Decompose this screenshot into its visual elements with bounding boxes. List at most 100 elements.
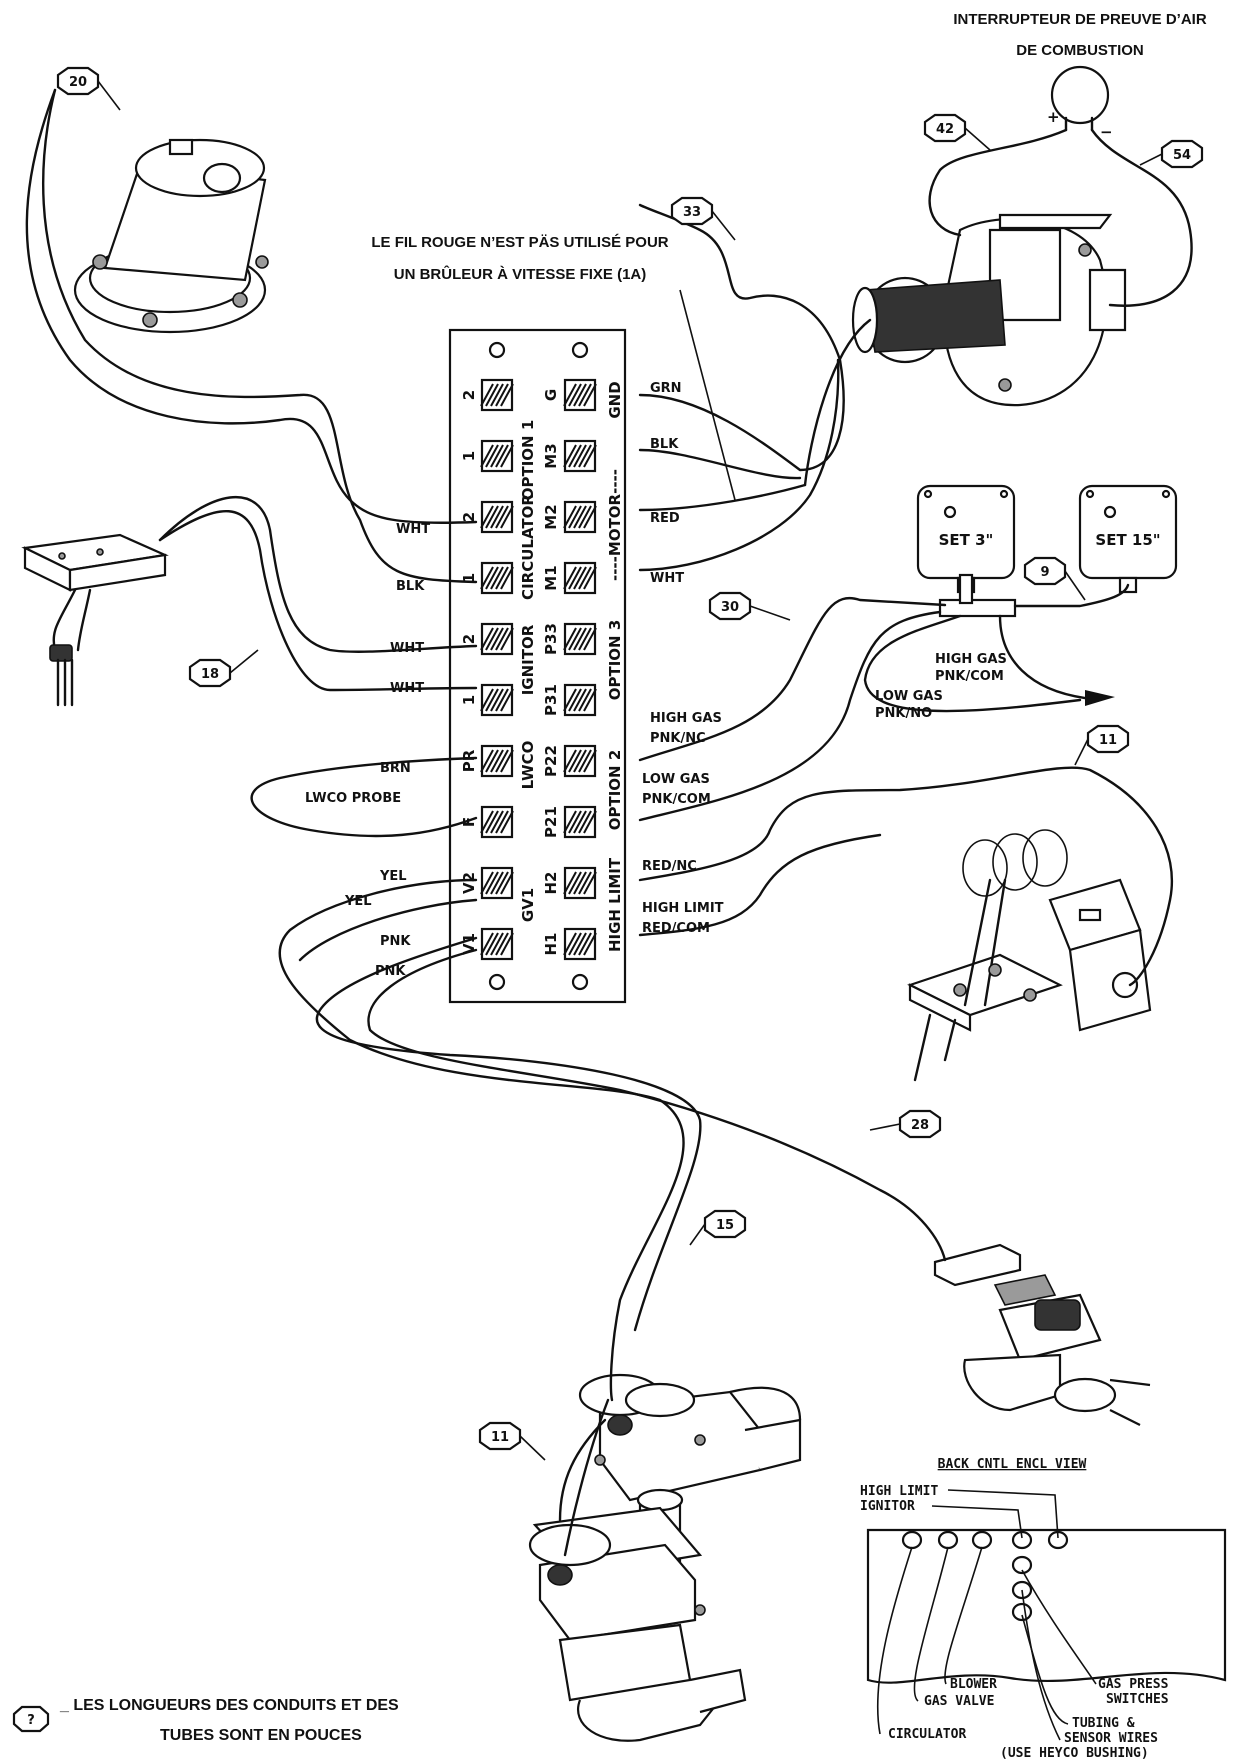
- knockout-hole-1: [901, 1530, 923, 1550]
- svg-text:33: 33: [683, 205, 701, 220]
- back-view-gas-valve: GAS VALVE: [924, 1694, 994, 1709]
- pressure-switch-right-label: SET 15": [1095, 531, 1160, 549]
- knockout-hole-3: [971, 1530, 993, 1550]
- switch-plus-label: +: [1047, 108, 1060, 126]
- knockout-hole-2: [937, 1530, 959, 1550]
- footer-note-2: TUBES SONT EN POUCES: [160, 1727, 362, 1744]
- back-view-gas-press-1: GAS PRESS: [1098, 1677, 1169, 1692]
- terminal-screw-left-7: [480, 744, 514, 778]
- wire-label-red-com: RED/COM: [642, 921, 710, 936]
- air-proving-switch: + −: [1047, 65, 1113, 141]
- terminal-screw-left-1: [480, 378, 514, 412]
- wire-label-lwco-probe: LWCO PROBE: [305, 791, 401, 806]
- terminal-gnd-label: GND: [606, 381, 624, 418]
- terminal-right-code-3: M2: [542, 504, 560, 529]
- back-view-high-limit: HIGH LIMIT: [860, 1484, 938, 1499]
- group-ignitor-label: IGNITOR: [519, 624, 537, 695]
- wire-label-hg-switch-2: PNK/COM: [935, 669, 1004, 684]
- terminal-right-code-2: M3: [542, 443, 560, 468]
- svg-text:9: 9: [1040, 565, 1049, 580]
- callout-20: 20: [56, 66, 100, 96]
- svg-text:54: 54: [1173, 148, 1191, 163]
- red-wire-note-1: LE FIL ROUGE N’EST PÄS UTILISÉ POUR: [371, 234, 668, 251]
- wire-labels: GRN BLK RED WHT WHT BLK WHT WHT BRN LWCO…: [305, 381, 1007, 979]
- wire-label-blk-right: BLK: [650, 437, 679, 452]
- terminal-screw-left-6: [480, 683, 514, 717]
- terminal-screw-left-4: [480, 561, 514, 595]
- terminal-screw-right-3: [563, 500, 597, 534]
- footer-note-1: _ LES LONGUEURS DES CONDUITS ET DES: [59, 1697, 399, 1714]
- terminal-right-code-1: G: [542, 389, 560, 401]
- back-view-ignitor: IGNITOR: [860, 1499, 915, 1514]
- svg-text:18: 18: [201, 667, 219, 682]
- terminal-screw-right-8: [563, 805, 597, 839]
- wire-label-wht-ign2: WHT: [390, 641, 424, 656]
- back-view-title: BACK CNTL ENCL VIEW: [938, 1457, 1087, 1472]
- terminal-screw-right-4: [563, 561, 597, 595]
- wire-label-blk-circ1: BLK: [396, 579, 425, 594]
- wire-label-grn: GRN: [650, 381, 682, 396]
- callouts: 20 42 54 33 18 30 9 11: [56, 66, 1204, 1461]
- terminal-screw-left-8: [480, 805, 514, 839]
- svg-text:20: 20: [69, 75, 87, 90]
- wire-label-red-nc: RED/NC: [642, 859, 697, 874]
- terminal-right-code-10: H1: [542, 933, 560, 956]
- group-option3-label: OPTION 3: [606, 620, 624, 701]
- wire-label-wht-circ2: WHT: [396, 522, 430, 537]
- wire-label-high-gas-1: HIGH GAS: [650, 711, 722, 726]
- wire-label-pnk-1: PNK: [380, 934, 411, 949]
- back-view-circulator: CIRCULATOR: [888, 1727, 966, 1742]
- wire-label-yel-1: YEL: [379, 869, 407, 884]
- gas-valve-bracket: [933, 1243, 1151, 1426]
- terminal-screw-right-6: [563, 683, 597, 717]
- high-limit-control: [907, 829, 1152, 1082]
- air-proving-switch-label-1: INTERRUPTEUR DE PREUVE D’AIR: [953, 11, 1207, 28]
- back-view-blower: BLOWER: [950, 1677, 997, 1692]
- wire-label-low-gas-1: LOW GAS: [642, 772, 710, 787]
- switch-minus-label: −: [1100, 123, 1113, 141]
- callout-30: 30: [708, 591, 752, 621]
- hot-surface-ignitor: [21, 533, 169, 707]
- callout-18: 18: [188, 658, 232, 688]
- callout-11-valves: 11: [478, 1421, 522, 1451]
- terminal-screw-right-5: [563, 622, 597, 656]
- knockout-hole-6: [1011, 1555, 1033, 1575]
- footer-note: ? _ LES LONGUEURS DES CONDUITS ET DES TU…: [12, 1697, 399, 1744]
- high-gas-pressure-switch: SET 15": [1078, 484, 1178, 594]
- terminal-left-number-2: 1: [460, 451, 478, 461]
- wire-label-lg-switch-1: LOW GAS: [875, 689, 943, 704]
- wire-label-high-gas-2: PNK/NC: [650, 731, 706, 746]
- group-gv1-label: GV1: [519, 888, 537, 922]
- terminal-screw-right-9: [563, 866, 597, 900]
- pressure-tee-manifold: [938, 573, 1017, 618]
- terminal-screws: [480, 378, 597, 961]
- back-view-tubing-3: (USE HEYCO BUSHING): [1000, 1746, 1149, 1761]
- group-high-limit-label: HIGH LIMIT: [606, 857, 624, 952]
- wire-label-wht-ign1: WHT: [390, 681, 424, 696]
- wire-label-red: RED: [650, 511, 680, 526]
- callout-28: 28: [898, 1109, 942, 1139]
- callout-15: 15: [703, 1209, 747, 1239]
- terminal-right-code-6: P31: [542, 684, 560, 716]
- terminal-screw-right-1: [563, 378, 597, 412]
- wire-label-high-limit: HIGH LIMIT: [642, 901, 724, 916]
- callout-11-high-limit: 11: [1086, 724, 1130, 754]
- terminal-left-number-6: 1: [460, 695, 478, 705]
- terminal-right-code-4: M1: [542, 565, 560, 590]
- callout-9: 9: [1023, 556, 1067, 586]
- svg-text:11: 11: [1099, 733, 1117, 748]
- svg-text:11: 11: [491, 1430, 509, 1445]
- group-option2-label: OPTION 2: [606, 750, 624, 831]
- wire-label-hg-switch-1: HIGH GAS: [935, 652, 1007, 667]
- svg-text:30: 30: [721, 600, 739, 615]
- svg-text:28: 28: [911, 1118, 929, 1133]
- wiring-harness: [25, 88, 1193, 1557]
- group-motor-label: ----MOTOR----: [606, 469, 624, 581]
- terminal-left-number-3: 2: [460, 512, 478, 522]
- callout-54: 54: [1160, 139, 1204, 169]
- terminal-screw-left-9: [480, 866, 514, 900]
- terminal-screw-left-3: [480, 500, 514, 534]
- red-wire-note-2: UN BRÛLEUR À VITESSE FIXE (1A): [394, 265, 647, 283]
